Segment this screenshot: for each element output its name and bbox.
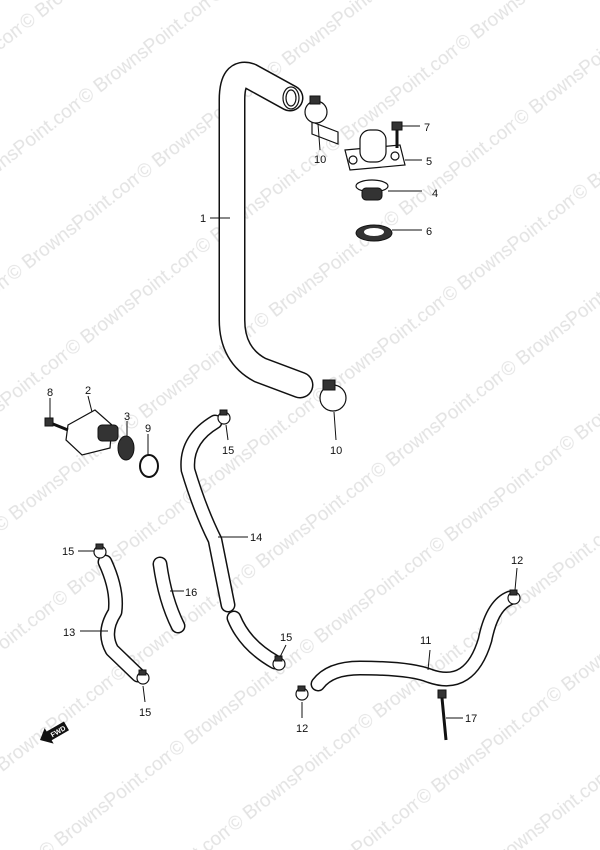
label-15-d: 15 [280,632,292,644]
label-2: 2 [85,385,91,397]
label-10-bottom: 10 [330,445,342,457]
hose-14 [180,414,283,670]
label-3: 3 [124,411,130,423]
label-14: 14 [250,532,262,544]
label-1: 1 [200,213,206,225]
label-9: 9 [145,423,151,435]
o-ring-9 [139,454,159,478]
gasket-6 [355,224,393,242]
clamp-10-bottom [319,379,347,412]
label-15-a: 15 [222,445,234,457]
hose-13 [97,554,146,683]
valve-3 [117,435,135,461]
label-15-b: 15 [62,546,74,558]
label-15-c: 15 [139,707,151,719]
housing-2 [65,409,119,456]
label-13: 13 [63,627,75,639]
label-16: 16 [185,587,197,599]
label-11: 11 [420,635,431,647]
thermostat-4 [355,179,389,201]
label-12-left: 12 [296,723,308,735]
label-12-right: 12 [511,555,523,567]
leader-lines [49,123,518,719]
label-6: 6 [426,226,432,238]
label-5: 5 [426,156,432,168]
hose-1 [218,61,314,399]
label-4: 4 [432,188,438,200]
clamps-small [93,409,521,701]
cable-tie-17 [437,689,448,741]
label-10-top: 10 [314,154,326,166]
bolt-8 [44,417,69,432]
label-17: 17 [465,713,477,725]
callout-labels: 1 2 3 4 5 6 7 8 9 10 10 11 12 12 13 14 1… [47,122,523,735]
thermostat-cover-5 [311,121,406,171]
label-7: 7 [424,122,430,134]
hose-16 [152,556,186,634]
hose-11 [310,590,518,692]
label-8: 8 [47,387,53,399]
clamp-10-top [304,95,328,124]
